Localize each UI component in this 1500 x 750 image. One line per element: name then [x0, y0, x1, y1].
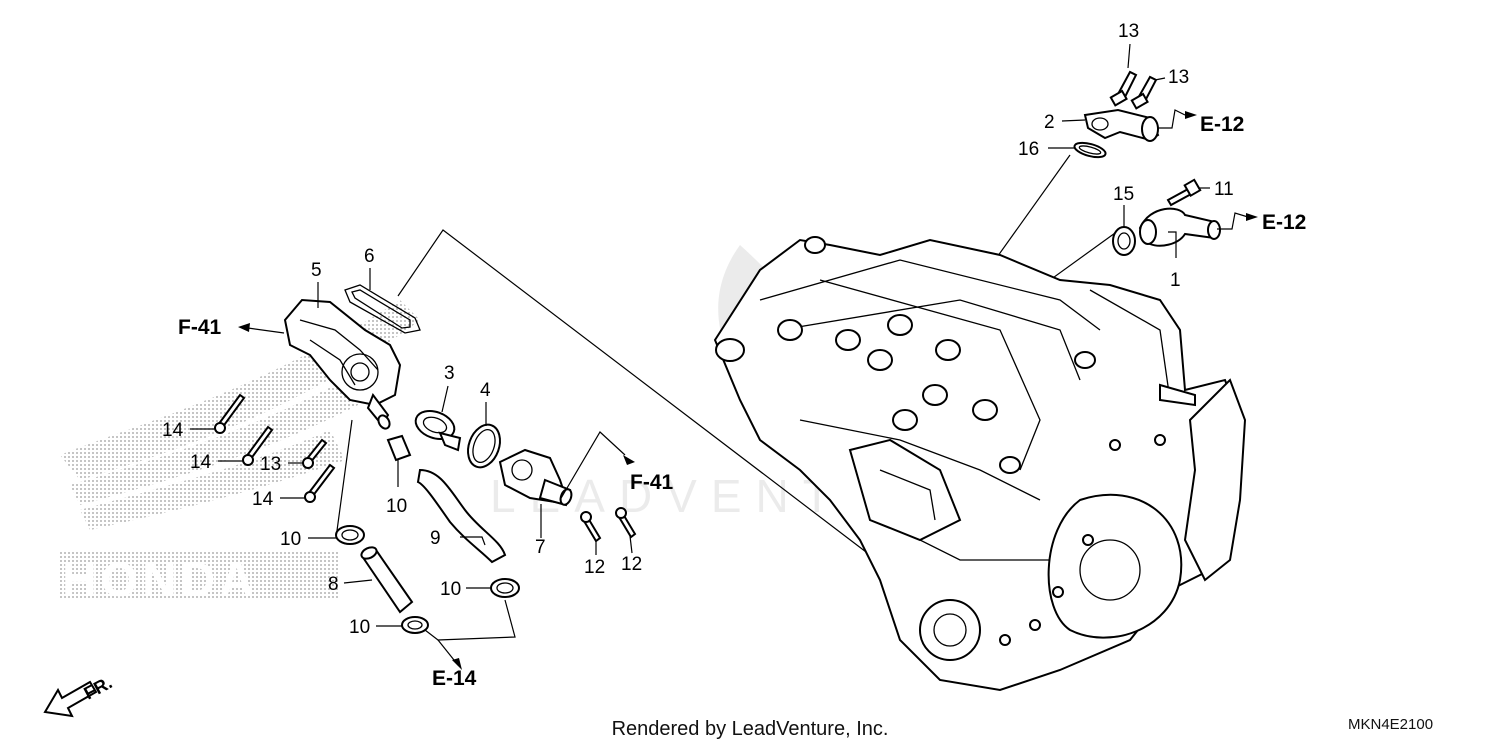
callout-13: 13: [1118, 21, 1139, 42]
callout-10: 10: [440, 579, 461, 600]
clamp-10a: [386, 434, 412, 462]
callout-5: 5: [311, 260, 322, 281]
bolt-14c-icon: [304, 463, 336, 503]
callout-15: 15: [1113, 184, 1134, 205]
reference-arrows: [238, 109, 1258, 670]
bolt-14a-icon: [214, 393, 246, 434]
clamp-10d: [401, 616, 429, 634]
callout-16: 16: [1018, 139, 1039, 160]
diagram-code: MKN4E2100: [1348, 716, 1434, 733]
bolt-13c-icon: [302, 438, 328, 469]
callout-4: 4: [480, 380, 491, 401]
gasket-6: [344, 284, 421, 334]
callout-14: 14: [252, 489, 274, 510]
ref-e12: E-12: [1262, 211, 1306, 234]
callout-14: 14: [162, 420, 184, 441]
footer-credit: Rendered by LeadVenture, Inc.: [611, 718, 889, 740]
bolt-12b-icon: [615, 507, 637, 539]
water-joint-2: [1083, 108, 1160, 142]
callout-1: 1: [1170, 270, 1181, 291]
thermostat-housing-5: [283, 298, 402, 430]
thermostat-cover-7: [498, 448, 573, 507]
callout-10: 10: [280, 529, 301, 550]
ref-e12: E-12: [1200, 113, 1244, 136]
callout-numbers: 13 13 2 16 11 15 1 5 6 3 4 14 14 13 14 1…: [162, 21, 1234, 638]
ref-f41: F-41: [630, 471, 674, 494]
callout-3: 3: [444, 363, 455, 384]
bolt-13b-icon: [1130, 75, 1158, 110]
water-pipe-1: [1138, 207, 1221, 247]
bolt-14b-icon: [242, 425, 274, 466]
callout-11: 11: [1214, 179, 1234, 200]
clamp-10c: [490, 578, 520, 598]
ref-f41: F-41: [178, 316, 222, 339]
callout-8: 8: [328, 574, 339, 595]
callout-7: 7: [535, 537, 546, 558]
hose-8: [360, 548, 414, 614]
honda-brand-text: HONDA: [62, 554, 258, 607]
bolt-13a-icon: [1109, 70, 1138, 107]
callout-9: 9: [430, 528, 441, 549]
callout-2: 2: [1044, 112, 1055, 133]
callout-10: 10: [386, 496, 407, 517]
thermostat-3: [414, 409, 462, 452]
engine-assembly: [713, 236, 1247, 692]
bolt-11-icon: [1166, 178, 1202, 207]
callout-10: 10: [349, 617, 370, 638]
callout-12: 12: [584, 557, 605, 578]
clamp-10b: [335, 525, 365, 545]
callout-6: 6: [364, 246, 375, 267]
callout-13: 13: [1168, 67, 1189, 88]
o-ring-16: [1073, 141, 1107, 159]
front-direction-arrow-icon: FR.: [43, 672, 115, 718]
o-ring-4: [467, 423, 501, 469]
ref-e14: E-14: [432, 667, 477, 690]
reference-labels: E-12 E-12 F-41 F-41 E-14: [178, 113, 1306, 690]
callout-13: 13: [260, 454, 281, 475]
callout-14: 14: [190, 452, 212, 473]
callout-12: 12: [621, 554, 642, 575]
seal-15: [1112, 226, 1136, 256]
